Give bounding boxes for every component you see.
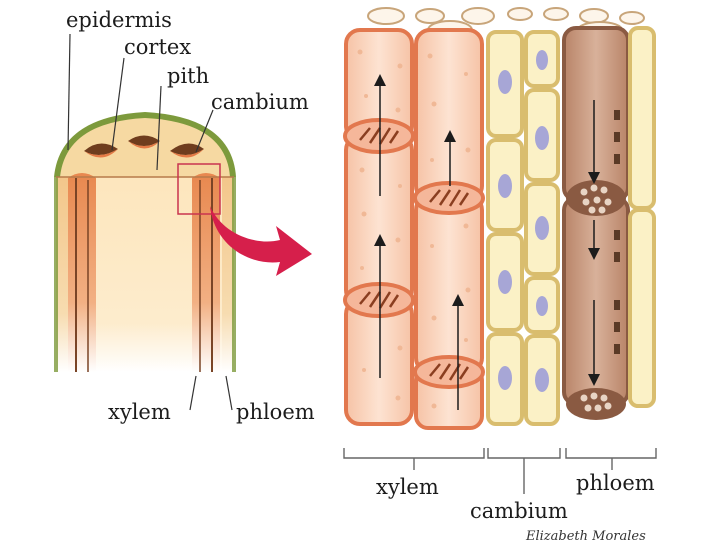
tissue-detail xyxy=(343,7,656,430)
tissue-brackets xyxy=(343,448,657,494)
magnify-arrow xyxy=(210,206,312,276)
companion-cells xyxy=(614,26,656,408)
stem-cutaway xyxy=(54,112,236,372)
cambium-nuclei xyxy=(498,50,549,392)
sieve-plate-lower xyxy=(566,388,626,420)
illustrator-credit: Elizabeth Morales xyxy=(525,529,646,540)
xylem-column-left xyxy=(343,28,415,426)
label-phloem-stem: phloem xyxy=(236,400,315,424)
vascular-bundles-top xyxy=(84,135,204,158)
label-epidermis: epidermis xyxy=(66,8,172,32)
xylem-pits xyxy=(357,49,471,409)
left-vascular-strand xyxy=(68,173,96,372)
left-cortex-side xyxy=(56,177,68,372)
label-cambium-tissue: cambium xyxy=(470,499,568,523)
left-epidermis-edge xyxy=(54,177,58,372)
label-phloem-tissue: phloem xyxy=(576,471,655,495)
label-cortex: cortex xyxy=(124,35,191,59)
phloem-bracket xyxy=(565,448,657,459)
leader-lines xyxy=(67,33,233,411)
cambium-bracket xyxy=(487,448,561,459)
right-epidermis-edge xyxy=(232,177,236,372)
xylem-flow-arrows xyxy=(374,74,464,410)
zoom-box xyxy=(177,163,221,215)
xylem-column-right xyxy=(413,28,485,430)
right-cortex-side xyxy=(222,177,234,372)
label-xylem-tissue: xylem xyxy=(376,475,439,499)
phloem-sieve-tube xyxy=(562,26,630,420)
label-cambium-stem: cambium xyxy=(211,90,309,114)
label-pith: pith xyxy=(167,64,209,88)
label-xylem-stem: xylem xyxy=(108,400,171,424)
right-vascular-strand xyxy=(192,173,220,372)
xylem-bracket xyxy=(343,448,485,459)
